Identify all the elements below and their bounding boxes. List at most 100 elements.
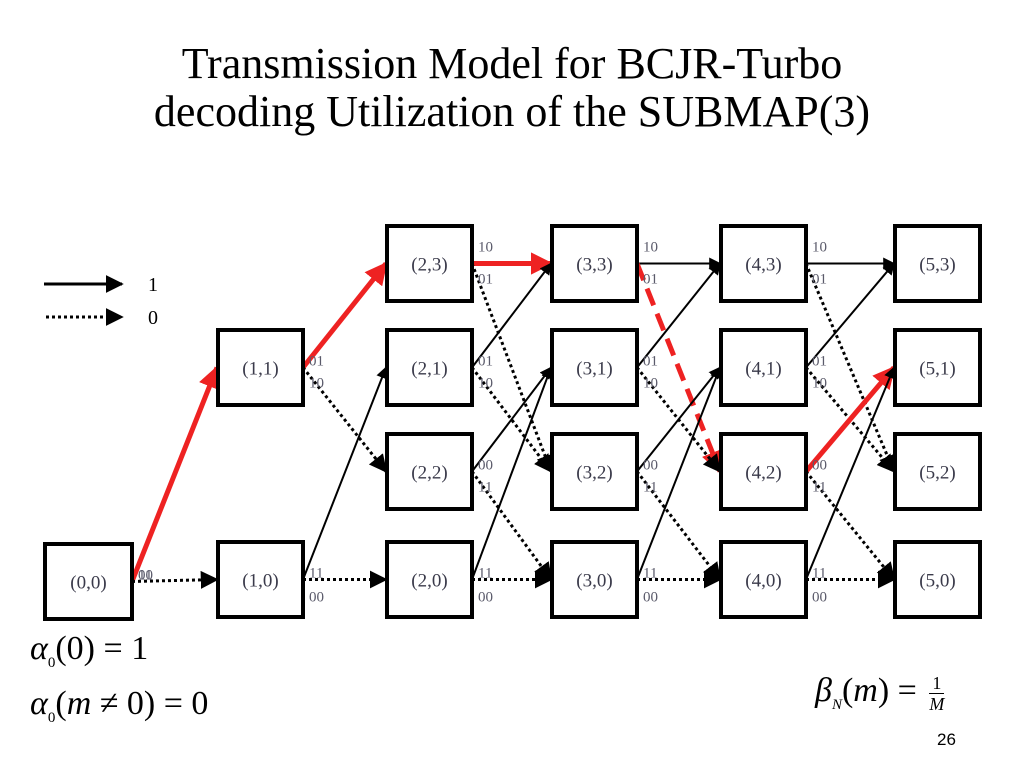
- transition-output-label: 00: [643, 458, 658, 474]
- state-label: (3,0): [576, 571, 612, 592]
- state-box: [719, 328, 808, 407]
- alpha-m: m: [66, 685, 92, 722]
- transition-edge-2-2-to-3-0: [470, 470, 553, 581]
- transition-edge-1-1-to-2-2: [301, 366, 388, 473]
- state-box: [893, 328, 982, 407]
- state-node-2-2: (2,2): [385, 432, 474, 511]
- state-label: (5,1): [919, 359, 955, 380]
- transition-output-label: 10: [478, 376, 493, 392]
- state-label: (1,0): [242, 571, 278, 592]
- transition-output-label: 11: [812, 566, 826, 582]
- transition-output-label: 11: [138, 568, 152, 584]
- transition-edge-3-2-to-4-1: [636, 366, 721, 473]
- state-node-2-3: (2,3): [385, 224, 474, 303]
- alpha-symbol: α: [30, 685, 48, 722]
- alpha-neq: ≠ 0: [91, 685, 144, 722]
- state-node-5-1: (5,1): [893, 328, 982, 407]
- state-box: [550, 540, 639, 619]
- trellis-states: (0,0)(1,1)(1,0)(2,3)(2,1)(2,2)(2,0)(3,3)…: [43, 224, 982, 621]
- slide-title: Transmission Model for BCJR-Turbo decodi…: [0, 40, 1024, 136]
- state-node-5-2: (5,2): [893, 432, 982, 511]
- alpha-open-paren: (: [55, 685, 67, 722]
- state-label: (4,0): [745, 571, 781, 592]
- transition-edge-2-3-to-3-2: [470, 262, 554, 474]
- transition-output-label: 00: [138, 568, 153, 584]
- trellis-edges: [129, 252, 896, 589]
- alpha-subscript: 0: [47, 710, 56, 726]
- transition-output-label: 00: [309, 590, 324, 606]
- state-label: (2,1): [411, 359, 447, 380]
- transition-edge-0-0-to-1-1: [129, 365, 220, 583]
- state-node-4-1: (4,1): [719, 328, 808, 407]
- state-box: [385, 224, 474, 303]
- state-node-0-0: (0,0): [43, 542, 134, 621]
- transition-output-label: 10: [309, 376, 324, 392]
- state-label: (5,0): [919, 571, 955, 592]
- state-box: [719, 540, 808, 619]
- transition-edge-2-1-to-3-2: [470, 366, 553, 473]
- beta-m: m: [853, 672, 878, 709]
- transition-edge-4-2-to-5-1: [804, 365, 896, 474]
- transition-output-label: 01: [309, 354, 324, 370]
- state-label: (3,3): [576, 255, 612, 276]
- legend: 1 0: [44, 274, 158, 329]
- transition-output-label: 00: [812, 590, 827, 606]
- state-box: [385, 328, 474, 407]
- state-node-3-0: (3,0): [550, 540, 639, 619]
- transition-output-label: 01: [643, 272, 658, 288]
- state-label: (4,2): [745, 463, 781, 484]
- state-node-4-3: (4,3): [719, 224, 808, 303]
- transition-output-label: 01: [478, 272, 493, 288]
- alpha-argument: (0): [55, 630, 96, 667]
- transition-edge-1-0-to-2-1: [302, 366, 388, 580]
- state-box: [385, 432, 474, 511]
- transition-edge-4-0-to-5-1: [805, 366, 896, 580]
- beta-open-paren: (: [841, 672, 854, 709]
- transition-output-label: 11: [478, 566, 492, 582]
- alpha-subscript: 0: [47, 655, 56, 671]
- state-label: (3,2): [576, 463, 612, 484]
- transition-output-label: 11: [309, 566, 323, 582]
- transition-edge-4-2-to-5-0: [804, 470, 896, 581]
- state-label: (5,2): [919, 463, 955, 484]
- trellis-edge-labels: 1100011011001001011000111100100101100011…: [138, 240, 827, 606]
- state-label: (3,1): [576, 359, 612, 380]
- state-box: [719, 432, 808, 511]
- state-label: (0,0): [70, 573, 106, 594]
- beta-equals: =: [889, 672, 926, 709]
- transition-output-label: 00: [478, 590, 493, 606]
- alpha-close-paren: ): [143, 685, 156, 722]
- alpha-rhs: = 1: [95, 630, 149, 667]
- state-box: [43, 542, 134, 621]
- transition-edge-3-2-to-4-0: [635, 470, 722, 581]
- transition-output-label: 01: [478, 354, 493, 370]
- alpha-symbol: α: [30, 630, 48, 667]
- state-node-3-2: (3,2): [550, 432, 639, 511]
- title-line-2: decoding Utilization of the SUBMAP(3): [153, 87, 871, 136]
- transition-edge-2-1-to-3-3: [471, 262, 552, 369]
- alpha-init-equation: α0(0) = 1: [30, 630, 148, 672]
- transition-output-label: 11: [643, 566, 657, 582]
- transition-edge-0-0-to-1-0: [131, 570, 219, 589]
- transition-edge-3-0-to-4-1: [636, 366, 722, 580]
- transition-output-label: 11: [478, 480, 492, 496]
- beta-numerator: 1: [929, 673, 945, 694]
- transition-edge-4-3-to-5-2: [804, 262, 896, 474]
- transition-output-label: 11: [643, 480, 657, 496]
- state-box: [550, 432, 639, 511]
- state-node-5-0: (5,0): [893, 540, 982, 619]
- transition-output-label: 10: [478, 240, 493, 256]
- beta-symbol: β: [815, 672, 832, 709]
- state-node-4-0: (4,0): [719, 540, 808, 619]
- alpha-rhs: = 0: [155, 685, 209, 722]
- transition-edge-3-3-to-4-2: [634, 262, 723, 474]
- legend-solid-label: 1: [148, 274, 158, 296]
- state-box: [216, 540, 305, 619]
- state-box: [550, 224, 639, 303]
- state-label: (5,3): [919, 255, 955, 276]
- transition-output-label: 11: [812, 480, 826, 496]
- transition-output-label: 10: [812, 240, 827, 256]
- transition-output-label: 00: [812, 458, 827, 474]
- transition-edge-3-1-to-4-3: [636, 262, 721, 369]
